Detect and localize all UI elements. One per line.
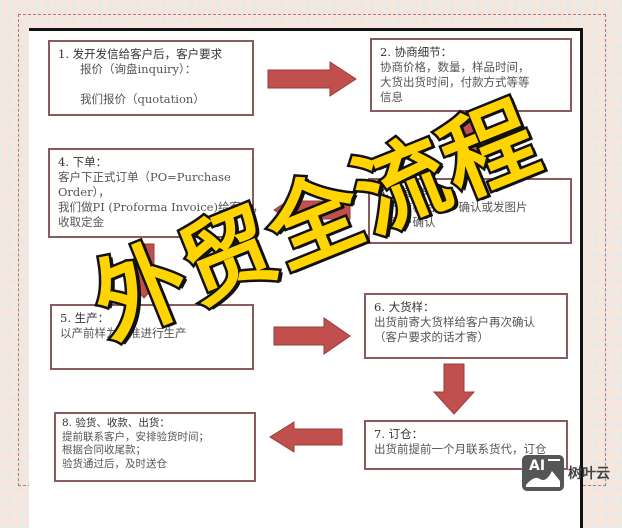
step-title: 2. 协商细节： bbox=[380, 45, 453, 59]
step-title: 1. 发开发信给客户后，客户要求 bbox=[58, 47, 223, 61]
ai-image-logo-icon: AI bbox=[522, 455, 564, 491]
arrow-down-icon bbox=[122, 243, 166, 299]
step-line: 出货前提前一个月联系货代，订仓 bbox=[374, 442, 547, 456]
step-title: 8. 验货、收款、出货： bbox=[62, 417, 170, 429]
step-line: （客户要求的话才寄） bbox=[374, 330, 489, 344]
step-line: 提前联系客户，安排验货时间； bbox=[62, 430, 209, 443]
step-line: 我们报价（quotation） bbox=[80, 92, 205, 106]
step-2-box: 2. 协商细节： 协商价格，数量，样品时间， 大货出货时间，付款方式等等 信息 bbox=[370, 38, 572, 112]
step-line: 我们做PI (Proforma Invoice)给客户， bbox=[58, 200, 264, 214]
arrow-right-icon bbox=[267, 61, 357, 97]
step-title: 4. 下单： bbox=[58, 155, 108, 169]
step-1-box: 1. 发开发信给客户后，客户要求 报价（询盘inquiry）： 我们报价（quo… bbox=[48, 40, 254, 116]
arrow-left-icon bbox=[273, 193, 351, 227]
step-line: 根据合同收尾款； bbox=[62, 444, 146, 456]
step-line: 验货通过后，及时送仓 bbox=[62, 457, 167, 470]
watermark: AI 树叶云 bbox=[522, 455, 610, 491]
arrow-right-icon bbox=[273, 317, 351, 355]
step-line bbox=[58, 77, 244, 92]
step-3-box: 3. 产前样： 寄产前样给客户确认或发图片 给客户确认 bbox=[368, 178, 572, 244]
arrow-left-icon bbox=[269, 421, 343, 453]
step-line: 出货前寄大货样给客户再次确认 bbox=[374, 315, 535, 329]
step-line: 报价（询盘inquiry）： bbox=[80, 62, 197, 76]
step-line: 以产前样为标准进行生产 bbox=[60, 326, 187, 340]
step-title: 3. 产前样： bbox=[378, 185, 439, 199]
step-line: 寄产前样给客户确认或发图片 bbox=[378, 200, 528, 214]
step-line: 客户下正式订单（PO=Purchase bbox=[58, 170, 231, 184]
step-title: 7. 订仓： bbox=[374, 427, 424, 441]
step-line: 收取定金 bbox=[58, 215, 104, 229]
step-title: 6. 大货样： bbox=[374, 300, 435, 314]
logo-text: AI bbox=[529, 458, 546, 474]
step-6-box: 6. 大货样： 出货前寄大货样给客户再次确认 （客户要求的话才寄） bbox=[364, 293, 568, 359]
step-4-box: 4. 下单： 客户下正式订单（PO=Purchase Order）， 我们做PI… bbox=[48, 148, 264, 238]
step-line: 协商价格，数量，样品时间， bbox=[380, 60, 530, 74]
step-7-box: 7. 订仓： 出货前提前一个月联系货代，订仓 bbox=[364, 420, 568, 470]
step-line: 给客户确认 bbox=[378, 215, 436, 229]
step-8-box: 8. 验货、收款、出货： 提前联系客户，安排验货时间； 根据合同收尾款； 验货通… bbox=[54, 412, 256, 482]
arrow-down-icon bbox=[446, 113, 490, 167]
brand-name: 树叶云 bbox=[568, 466, 610, 482]
step-line: Order）， bbox=[58, 185, 110, 199]
step-5-box: 5. 生产： 以产前样为标准进行生产 bbox=[50, 304, 254, 370]
arrow-down-icon bbox=[432, 363, 476, 415]
step-title: 5. 生产： bbox=[60, 311, 110, 325]
step-line: 大货出货时间，付款方式等等 bbox=[380, 75, 530, 89]
step-line: 信息 bbox=[380, 90, 403, 104]
